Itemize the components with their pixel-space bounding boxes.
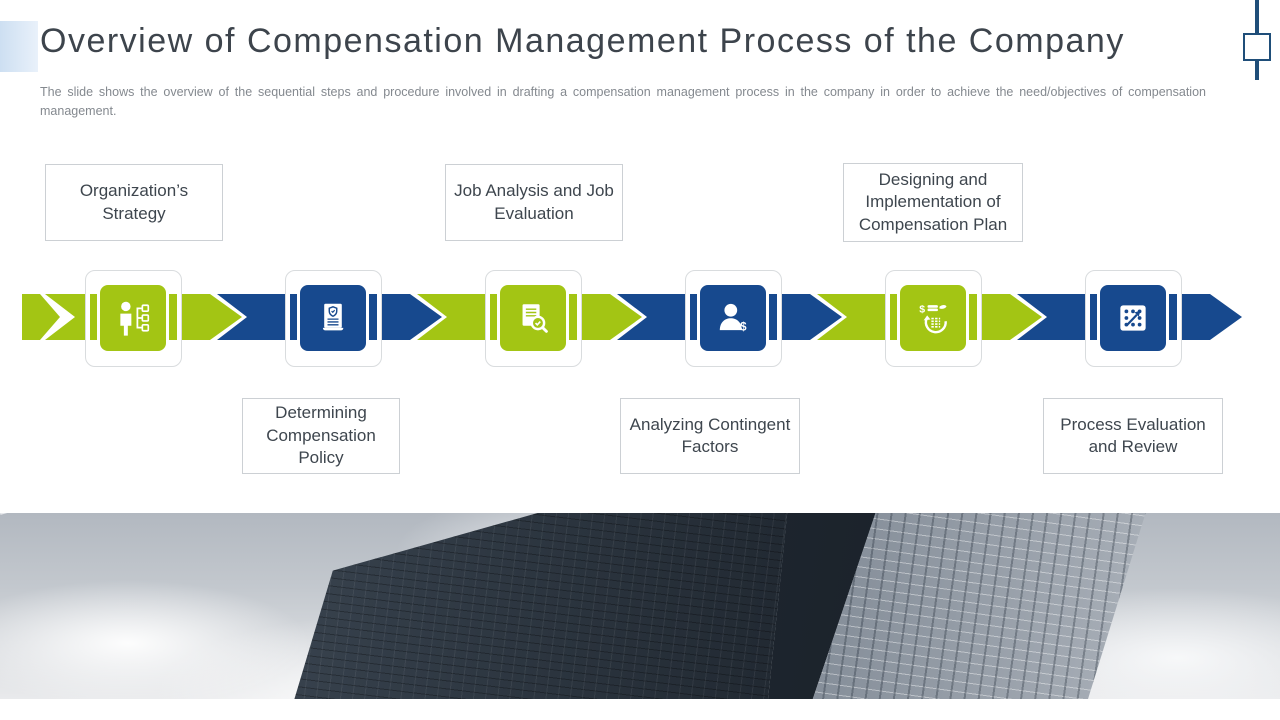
corner-decoration-square bbox=[1243, 33, 1271, 61]
step-6-label: Process Evaluation and Review bbox=[1043, 398, 1223, 474]
policy-scroll-icon bbox=[300, 285, 366, 351]
svg-text:$: $ bbox=[919, 305, 925, 316]
document-magnifier-icon bbox=[500, 285, 566, 351]
money-hand-cycle-icon: $ bbox=[900, 285, 966, 351]
step-5-label-text: Designing and Implementation of Compensa… bbox=[858, 169, 1008, 234]
slide-description: The slide shows the overview of the sequ… bbox=[40, 85, 1206, 118]
step-2-label: Determining Compensation Policy bbox=[242, 398, 400, 474]
step-5-label: Designing and Implementation of Compensa… bbox=[843, 163, 1023, 242]
step-1-frame bbox=[85, 270, 182, 367]
step-4-label-text: Analyzing Contingent Factors bbox=[629, 414, 791, 456]
step-6-frame bbox=[1085, 270, 1182, 367]
title-accent-bar bbox=[0, 21, 38, 72]
dotted-plan-arrow-icon bbox=[1100, 285, 1166, 351]
step-1-label-text: Organization’s Strategy bbox=[79, 181, 189, 223]
page-title: Overview of Compensation Management Proc… bbox=[40, 22, 1125, 60]
step-3-label-text: Job Analysis and Job Evaluation bbox=[454, 181, 614, 223]
step-1-label: Organization’s Strategy bbox=[45, 164, 223, 241]
step-5-frame bbox=[885, 270, 982, 367]
person-dollar-icon: $ bbox=[700, 285, 766, 351]
step-4-frame bbox=[685, 270, 782, 367]
step-3-frame bbox=[485, 270, 582, 367]
svg-text:$: $ bbox=[740, 322, 747, 334]
step-3-label: Job Analysis and Job Evaluation bbox=[445, 164, 623, 241]
step-6-label-text: Process Evaluation and Review bbox=[1060, 414, 1206, 456]
step-2-label-text: Determining Compensation Policy bbox=[266, 403, 376, 468]
photo-glass-facade bbox=[812, 513, 1146, 699]
step-2-frame bbox=[285, 270, 382, 367]
person-hierarchy-icon bbox=[100, 285, 166, 351]
step-4-label: Analyzing Contingent Factors bbox=[620, 398, 800, 474]
building-photo bbox=[0, 513, 1280, 699]
